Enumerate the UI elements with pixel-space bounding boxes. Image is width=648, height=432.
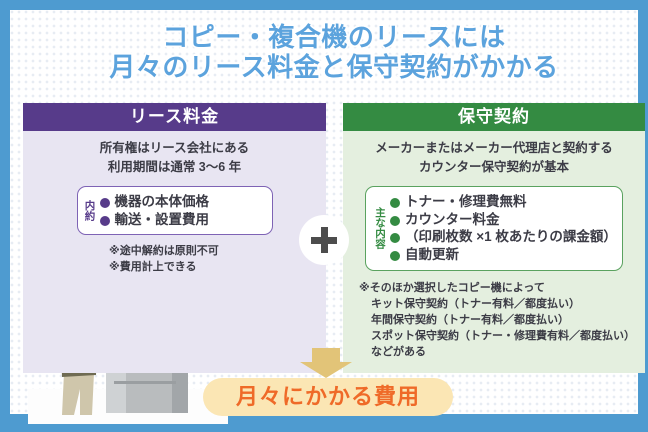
list-item: 自動更新 bbox=[390, 246, 614, 264]
panel-maintenance-lead: メーカーまたはメーカー代理店と契約する カウンター保守契約が基本 bbox=[343, 139, 645, 178]
lease-note-2: ※費用計上できる bbox=[109, 261, 197, 274]
list-item: 機器の本体価格 bbox=[99, 193, 264, 211]
maintenance-lead-line-1: メーカーまたはメーカー代理店と契約する bbox=[375, 141, 613, 155]
maintenance-lead-line-2: カウンター保守契約が基本 bbox=[418, 160, 569, 175]
plus-operator-icon bbox=[299, 215, 349, 265]
maintenance-content-box: 主な内容 トナー・修理費無料 カウンター料金 （印刷枚数 ×1 枚あたりの課金額… bbox=[365, 185, 623, 271]
maintenance-note-5: などがある bbox=[371, 345, 426, 358]
panel-maintenance-body: メーカーまたはメーカー代理店と契約する カウンター保守契約が基本 主な内容 トナ… bbox=[343, 131, 645, 373]
down-arrow-icon bbox=[300, 348, 352, 378]
maintenance-notes: ※そのほか選択したコピー機によって キット保守契約（トナー有料／都度払い） 年間… bbox=[359, 281, 645, 361]
lease-breakdown-list: 機器の本体価格 輸送・設置費用 bbox=[99, 193, 264, 229]
title-line-2: 月々のリース料金と保守契約がかかる bbox=[108, 51, 560, 84]
list-item: カウンター料金 bbox=[390, 211, 614, 229]
list-item: 輸送・設置費用 bbox=[99, 211, 264, 229]
lease-lead-line-2: 利用期間は通常 3〜6 年 bbox=[107, 160, 242, 175]
title-line-1: コピー・複合機のリースには bbox=[161, 20, 507, 53]
lease-lead-line-1: 所有権はリース会社にある bbox=[99, 141, 250, 155]
monthly-cost-banner: 月々にかかる費用 bbox=[203, 378, 453, 416]
panel-lease-header: リース料金 bbox=[23, 103, 326, 131]
panel-maintenance-header: 保守契約 bbox=[343, 103, 645, 131]
counter-fee-subnote: （印刷枚数 ×1 枚あたりの課金額） bbox=[390, 228, 617, 246]
panel-lease-fee: リース料金 所有権はリース会社にある 利用期間は通常 3〜6 年 内約 機器の本… bbox=[23, 103, 326, 373]
infographic-board: コピー・複合機のリースには 月々のリース料金と保守契約がかかる bbox=[10, 10, 645, 424]
panel-lease-lead: 所有権はリース会社にある 利用期間は通常 3〜6 年 bbox=[23, 139, 326, 178]
maintenance-note-1: ※そのほか選択したコピー機によって bbox=[359, 282, 545, 294]
maintenance-note-2: キット保守契約（トナー有料／都度払い） bbox=[371, 297, 580, 310]
list-item: トナー・修理費無料 bbox=[390, 193, 614, 211]
maintenance-content-list: トナー・修理費無料 カウンター料金 （印刷枚数 ×1 枚あたりの課金額） 自動更… bbox=[390, 193, 617, 264]
maintenance-note-4: スポット保守契約（トナー・修理費有料／都度払い） bbox=[371, 329, 635, 342]
page-title: コピー・複合機のリースには 月々のリース料金と保守契約がかかる bbox=[20, 20, 648, 84]
lease-note-1: ※途中解約は原則不可 bbox=[109, 245, 219, 258]
panel-maintenance-contract: 保守契約 メーカーまたはメーカー代理店と契約する カウンター保守契約が基本 主な… bbox=[343, 103, 645, 373]
maintenance-content-label: 主な内容 bbox=[374, 207, 387, 250]
lease-notes: ※途中解約は原則不可 ※費用計上できる bbox=[109, 244, 326, 276]
lease-breakdown-box: 内約 機器の本体価格 輸送・設置費用 bbox=[76, 185, 273, 236]
panel-lease-body: 所有権はリース会社にある 利用期間は通常 3〜6 年 内約 機器の本体価格 輸送… bbox=[23, 131, 326, 373]
maintenance-note-3: 年間保守契約（トナー有料／都度払い） bbox=[371, 313, 569, 326]
lease-breakdown-label: 内約 bbox=[83, 200, 96, 222]
